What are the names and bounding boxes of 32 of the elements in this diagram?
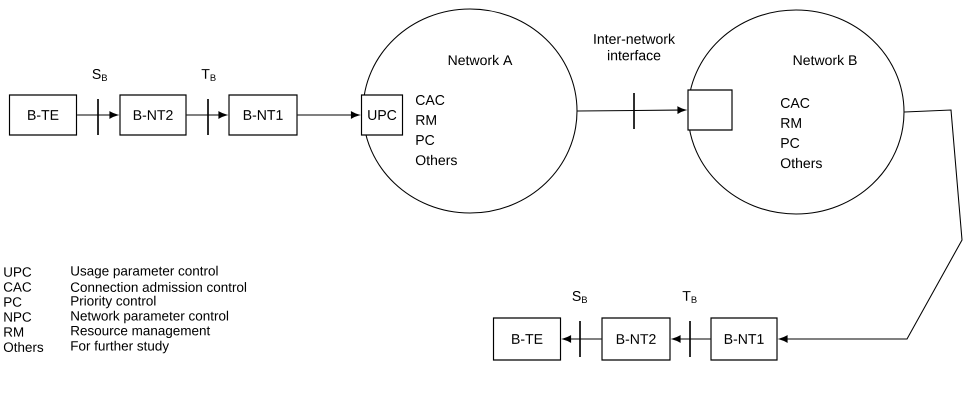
reference-point-label: S$_{B}$ xyxy=(92,69,108,81)
connector-arrow xyxy=(186,111,227,119)
unit-box: B-NT1 xyxy=(228,94,298,136)
reference-point-label: S$_{B}$ xyxy=(572,291,588,303)
connector-arrow xyxy=(779,109,963,343)
connector-arrow xyxy=(672,335,710,343)
reference-point-label: T$_{B}$ xyxy=(202,69,216,81)
unit-box: B-TE xyxy=(492,317,562,361)
abbreviation-meaning: Priority control xyxy=(71,296,156,308)
abbreviation: CAC xyxy=(4,282,32,292)
abbreviation-meaning: For further study xyxy=(71,340,170,354)
abbreviation: PC xyxy=(4,297,22,307)
abbreviation: RM xyxy=(4,327,24,337)
unit-box: B-NT2 xyxy=(601,317,671,361)
abbreviation: Others xyxy=(4,342,44,352)
abbreviation: UPC xyxy=(4,267,32,277)
connector-arrow xyxy=(562,335,602,343)
connector-arrow xyxy=(298,111,360,119)
connector-arrow xyxy=(77,111,118,119)
empty-box xyxy=(687,89,733,131)
unit-box: B-NT2 xyxy=(119,94,187,136)
abbreviation-meaning: Usage parameter control xyxy=(71,266,218,278)
abbreviation-meaning: Resource management xyxy=(71,326,210,338)
unit-box: B-TE xyxy=(8,94,78,136)
abbreviation-meaning: Network parameter control xyxy=(71,310,228,324)
abbreviation: NPC xyxy=(4,312,32,322)
unit-box: UPC xyxy=(360,94,404,136)
edge-label: Inter-network interface xyxy=(594,34,676,60)
unit-box: B-NT1 xyxy=(710,317,778,361)
abbreviation-meaning: Connection admission control xyxy=(70,282,246,292)
reference-point-label: T$_{B}$ xyxy=(682,291,697,303)
connector-arrow xyxy=(578,106,686,114)
